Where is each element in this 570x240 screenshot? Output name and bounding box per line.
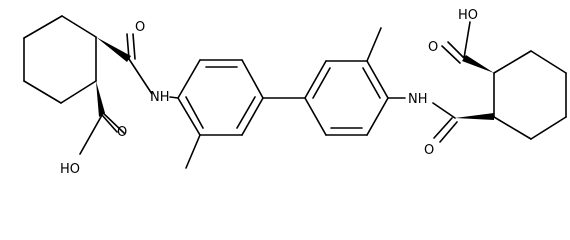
right-hydroxyl-label: HO xyxy=(458,8,478,23)
left-stereo-wedge-lower xyxy=(96,81,105,117)
left-amide-oxygen-label: O xyxy=(135,20,145,35)
right-amide-oxygen-label: O xyxy=(424,143,434,158)
right-stereo-wedge-lower xyxy=(455,113,494,120)
right-benzene-ring xyxy=(304,60,389,136)
right-amide-nh-label: NH xyxy=(408,92,428,107)
right-methyl-bond xyxy=(366,27,382,62)
right-acid-oxygen-label: O xyxy=(428,40,438,55)
left-amide-carbonyl xyxy=(126,33,153,95)
left-cyclohexane-ring xyxy=(23,15,97,104)
left-nh-aryl-bond xyxy=(169,96,179,99)
right-stereo-wedge-upper xyxy=(462,55,494,73)
left-stereo-wedge-upper xyxy=(96,37,131,62)
right-amide-carbonyl xyxy=(432,102,458,143)
left-hydroxyl-label: HO xyxy=(60,162,80,177)
molecule-structure-diagram: O NH O HO NH xyxy=(23,8,567,177)
left-amide-nh-label: NH xyxy=(150,90,170,105)
right-cyclohexane-ring xyxy=(493,50,567,140)
left-acid-oxygen-label: O xyxy=(117,125,127,140)
right-carboxylic-acid xyxy=(441,21,471,64)
left-carboxylic-acid xyxy=(79,109,125,155)
left-methyl-bond xyxy=(185,134,201,169)
left-benzene-ring xyxy=(177,59,264,136)
